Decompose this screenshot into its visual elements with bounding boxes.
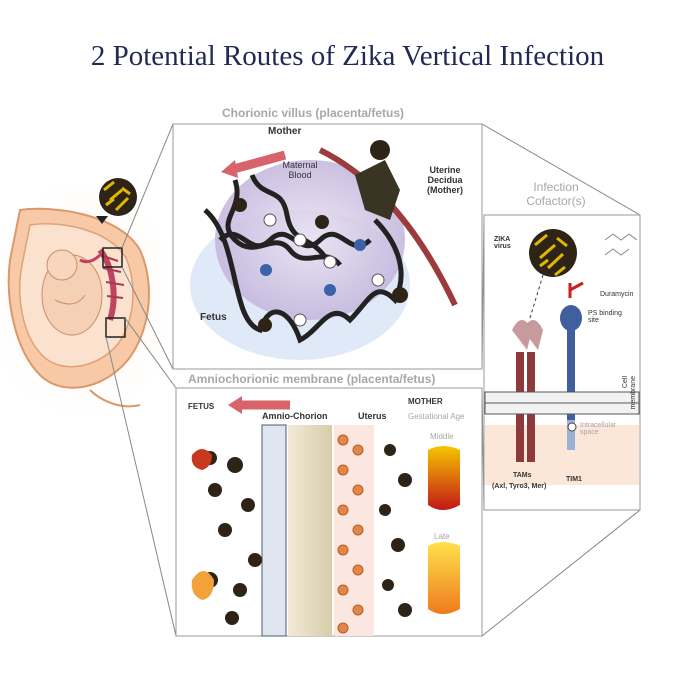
villus-branch [249,173,330,262]
fetus-middle-icon [191,449,212,470]
immune-cell-icon [260,264,272,276]
gestation-middle-shape [428,446,460,510]
tam-receptor-head [512,320,543,350]
fetus-late-icon [191,571,214,600]
label-uterus: Uterus [358,411,387,421]
label-mother: Mother [268,126,302,137]
label-late: Late [434,532,450,541]
infected-cell-icon [293,313,307,327]
amnio-chorion-layer [288,425,332,636]
tim1-head [560,305,582,331]
label-uterine: Uterine [429,165,461,175]
infected-cell-icon [263,213,277,227]
label-tams-sub: (Axl, Tyro3, Mer) [492,483,547,490]
zika-virus-icon [370,140,390,160]
label-middle: Middle [430,432,454,441]
label-tim1: TIM1 [566,476,582,483]
maternal-blood-space [215,160,405,320]
heading-infection: Infection [533,180,579,194]
label-intra: Intracellular [580,422,617,429]
gestation-late-shape [428,542,460,614]
immune-cell-icon [354,239,366,251]
label-virus: virus [494,243,511,250]
label-intracellular: Intracellular space [580,422,616,436]
page-title: 2 Potential Routes of Zika Vertical Infe… [90,40,605,72]
intracellular-area [485,425,639,485]
label-maternal-blood: Maternal Blood [280,160,320,180]
label-gestational-age: Gestational Age [408,412,465,421]
label-uterine-decidua: Uterine Decidua (Mother) [420,165,470,195]
infected-cell-icon [371,273,385,287]
decidua-cells [355,160,400,220]
uterine-cells [337,434,364,634]
label-space: space [580,429,599,436]
label-zika-virus: ZIKA virus [494,236,511,250]
zoom-box-membrane [105,317,126,338]
label-blood: Blood [288,170,312,180]
label-site: site [588,317,599,324]
label-fetus: Fetus [200,312,227,323]
zoom-box-villus [102,247,123,268]
flow-arrow-icon [228,150,287,175]
label-fetus-caps: FETUS [188,402,215,411]
label-cell: Cell [622,376,629,389]
label-decidua: Decidua [427,175,463,185]
label-maternal: Maternal [282,160,318,170]
pregnant-uterus-illustration [7,207,150,408]
duramycin-structure [604,233,638,256]
virus-binding-arrow [529,274,544,319]
zika-virus-icon [233,198,247,212]
label-ps-binding: PS binding site [588,310,622,324]
label-mother-paren: (Mother) [427,185,463,195]
label-ps: PS binding [588,310,622,317]
cell-membrane [484,391,640,415]
section1-heading: Chorionic villus (placenta/fetus) [222,106,405,120]
label-zika: ZIKA [494,236,511,243]
amnion-epithelium [261,424,287,637]
infected-cell-icon [293,233,307,247]
label-tams: TAMs [513,472,532,479]
label-duramycin: Duramycin [600,291,634,298]
infected-cell-icon [323,255,337,269]
villus-branch [225,179,342,267]
immune-cell-icon [324,284,336,296]
zika-virus-icon [258,318,272,332]
section2-heading: Amniochorionic membrane (placenta/fetus) [188,372,436,386]
zika-virus-icon [392,287,408,303]
label-amnio-chorion: Amnio-Chorion [262,411,328,421]
section3-heading: Infection Cofactor(s) [500,180,612,208]
tim1-stem [567,330,575,420]
zika-virus-icon-small [99,178,137,216]
pointer-icon [96,216,108,224]
heading-cofactors: Cofactor(s) [526,194,586,208]
zika-virus-icon [315,215,329,229]
inhibit-icon [569,281,584,292]
label-mother-caps: MOTHER [408,397,443,406]
zika-virus-icon-large [529,229,577,277]
label-membrane: membrane [630,376,637,410]
